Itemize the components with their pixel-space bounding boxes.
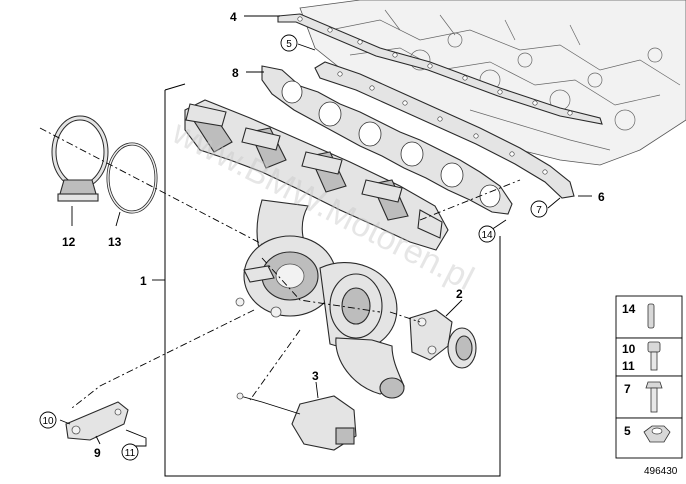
callout-10: 10 [42, 416, 54, 427]
callout-12: 12 [62, 235, 76, 249]
callout-1: 1 [140, 274, 147, 288]
manifold-gasket-8 [261, 65, 513, 215]
fastener-legend: 14 10 11 7 5 496430 [615, 295, 683, 477]
hex-nut-icon [643, 425, 671, 443]
callout-7: 7 [536, 205, 542, 216]
hex-bolt-icon [645, 381, 663, 413]
callout-3: 3 [312, 369, 319, 383]
valve-2 [409, 309, 477, 369]
callout-14: 14 [481, 230, 493, 241]
rail-gasket-6 [314, 61, 575, 199]
gasket-strip-4 [277, 13, 603, 125]
legend-11: 11 [622, 359, 635, 373]
v-band-clamp-12 [51, 115, 109, 202]
callout-8: 8 [232, 66, 239, 80]
legend-5: 5 [624, 424, 631, 438]
callout-4: 4 [230, 10, 237, 24]
callout-11-circle: 11 [121, 443, 139, 461]
turbocharger-1 [184, 99, 449, 399]
reference-number: 496430 [644, 466, 678, 477]
sealing-ring-13 [106, 142, 158, 214]
callout-5-circle: 5 [280, 34, 298, 52]
socket-bolt-icon [647, 341, 661, 371]
callout-6: 6 [598, 190, 605, 204]
legend-7: 7 [624, 382, 631, 396]
assembly-frame [164, 90, 501, 477]
bracket-9 [65, 401, 129, 441]
callout-2: 2 [456, 287, 463, 301]
callout-5: 5 [286, 39, 292, 50]
callout-10-circle: 10 [39, 411, 57, 429]
actuator-3 [236, 392, 357, 451]
callout-14-circle: 14 [478, 225, 496, 243]
legend-14: 14 [622, 302, 636, 316]
legend-10: 10 [622, 342, 636, 356]
cylinder-head [299, 0, 686, 166]
callout-7-circle: 7 [530, 200, 548, 218]
callout-13: 13 [108, 235, 122, 249]
callout-11: 11 [125, 448, 136, 459]
assembly-lines [39, 127, 521, 409]
dowel-pin-icon [647, 303, 655, 329]
callout-9: 9 [94, 446, 101, 460]
